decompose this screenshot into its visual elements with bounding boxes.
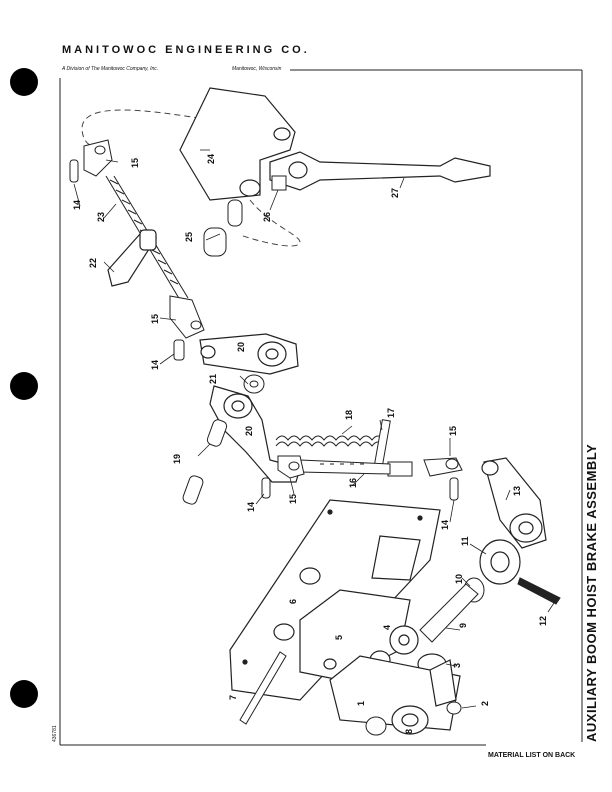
label-7: 7 bbox=[228, 695, 238, 700]
part-22-bracket bbox=[107, 229, 157, 287]
label-3: 3 bbox=[452, 663, 462, 668]
binder-hole-middle bbox=[10, 372, 38, 400]
label-2: 2 bbox=[480, 701, 490, 706]
label-25: 25 bbox=[184, 232, 194, 242]
part-15-clevis-middle bbox=[169, 295, 205, 339]
label-26: 26 bbox=[262, 212, 272, 222]
part-27-lever bbox=[269, 151, 491, 191]
company-name: MANITOWOC ENGINEERING CO. bbox=[62, 44, 310, 56]
part-19-pin bbox=[182, 419, 228, 505]
location-line: Manitowoc, Wisconsin bbox=[232, 66, 282, 72]
label-14-a: 14 bbox=[72, 200, 82, 210]
label-27: 27 bbox=[390, 188, 400, 198]
part-14-pin-lower-left bbox=[261, 477, 271, 499]
label-14-b: 14 bbox=[150, 360, 160, 370]
label-5: 5 bbox=[334, 635, 344, 640]
label-1: 1 bbox=[356, 701, 366, 706]
leader-lines bbox=[73, 149, 557, 709]
label-14-c: 14 bbox=[246, 502, 256, 512]
part-25-pin bbox=[203, 199, 243, 257]
label-15-b: 15 bbox=[150, 314, 160, 324]
label-16: 16 bbox=[348, 478, 358, 488]
binder-hole-bottom bbox=[10, 680, 38, 708]
label-18: 18 bbox=[344, 410, 354, 420]
document-number: 436781 bbox=[52, 725, 58, 742]
part-1-base-block bbox=[329, 655, 461, 735]
drawing-title: AUXILIARY BOOM HOIST BRAKE ASSEMBLY bbox=[584, 443, 599, 742]
part-15-clevis-upper bbox=[83, 139, 113, 177]
part-2-nut bbox=[446, 701, 462, 715]
label-17: 17 bbox=[386, 408, 396, 418]
label-14-d: 14 bbox=[440, 520, 450, 530]
part-8-bushing bbox=[365, 716, 387, 736]
label-23: 23 bbox=[96, 212, 106, 222]
label-15-d: 15 bbox=[448, 426, 458, 436]
part-12-key bbox=[517, 577, 561, 605]
label-4: 4 bbox=[382, 625, 392, 630]
label-8: 8 bbox=[404, 729, 414, 734]
division-line: A Division of The Manitowoc Company, Inc… bbox=[62, 66, 159, 72]
part-11-hub bbox=[479, 539, 521, 585]
label-22: 22 bbox=[88, 258, 98, 268]
part-15-clevis-lower-right bbox=[423, 457, 463, 477]
label-10: 10 bbox=[454, 574, 464, 584]
part-13-lever bbox=[481, 457, 547, 549]
part-15-clevis-lower-left bbox=[277, 455, 305, 479]
part-24-bracket bbox=[179, 87, 296, 201]
label-24: 24 bbox=[206, 154, 216, 164]
part-9-shaft bbox=[419, 583, 479, 643]
binder-hole-top bbox=[10, 68, 38, 96]
label-9: 9 bbox=[458, 623, 468, 628]
label-13: 13 bbox=[512, 486, 522, 496]
part-number-labels: 1 2 3 4 5 6 7 8 9 10 11 12 13 14 14 14 1… bbox=[72, 154, 548, 734]
part-18-spring bbox=[275, 435, 385, 447]
material-list-note: MATERIAL LIST ON BACK bbox=[488, 752, 576, 759]
part-26-pin bbox=[271, 175, 287, 191]
label-21: 21 bbox=[208, 374, 218, 384]
part-21-washer bbox=[243, 374, 265, 394]
label-20-a: 20 bbox=[236, 342, 246, 352]
label-12: 12 bbox=[538, 616, 548, 626]
dashed-path-lower bbox=[239, 199, 301, 247]
label-15-a: 15 bbox=[130, 158, 140, 168]
label-15-c: 15 bbox=[288, 494, 298, 504]
label-11: 11 bbox=[460, 536, 470, 546]
label-20-b: 20 bbox=[244, 426, 254, 436]
part-7-rod bbox=[239, 651, 287, 725]
part-20-lever-upper bbox=[199, 333, 299, 375]
part-14-pin-upper bbox=[69, 159, 79, 183]
label-6: 6 bbox=[288, 599, 298, 604]
label-19: 19 bbox=[172, 454, 182, 464]
part-14-pin-lower-right bbox=[449, 477, 459, 501]
part-14-pin-middle bbox=[173, 339, 185, 361]
